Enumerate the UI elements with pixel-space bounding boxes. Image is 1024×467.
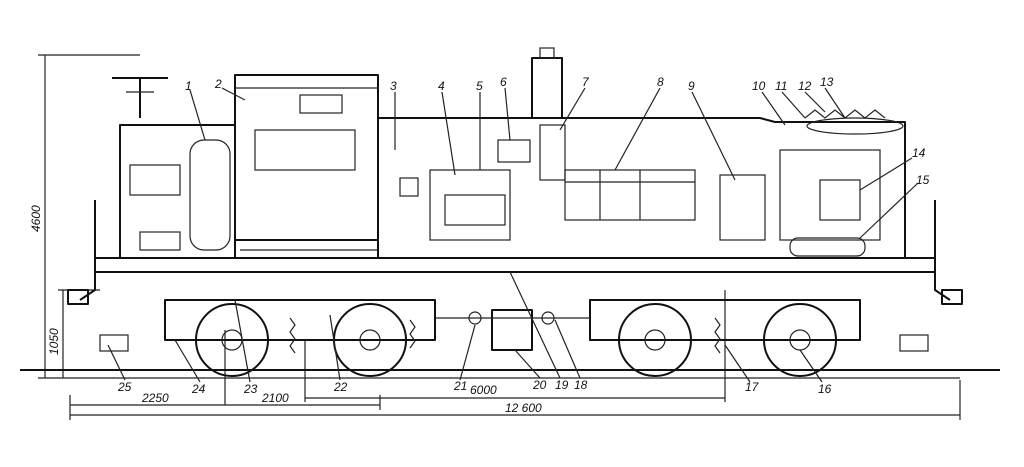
dim-height-total: 4600 (29, 205, 43, 232)
label-7: 7 (582, 75, 590, 89)
bogie-rear (164, 299, 436, 377)
bogie-front (589, 299, 861, 377)
label-16: 16 (818, 382, 832, 396)
dim-height-frame: 1050 (47, 328, 61, 355)
label-9: 9 (688, 79, 695, 93)
label-3: 3 (390, 79, 397, 93)
label-23: 23 (243, 382, 258, 396)
dim-bogie-base: 2100 (261, 391, 289, 405)
label-15: 15 (916, 173, 930, 187)
label-25: 25 (117, 380, 132, 394)
label-2: 2 (214, 77, 222, 91)
dimension-text: 4600 1050 2250 2100 6000 12 600 (29, 205, 542, 415)
leader-lines (107, 87, 919, 383)
label-14: 14 (912, 146, 926, 160)
cardan-drive (20, 309, 1000, 371)
label-22: 22 (333, 380, 348, 394)
label-6: 6 (500, 75, 507, 89)
label-5: 5 (476, 79, 483, 93)
label-19: 19 (555, 378, 569, 392)
internal-equipment (129, 124, 881, 257)
label-20: 20 (532, 378, 547, 392)
label-12: 12 (798, 79, 812, 93)
label-13: 13 (820, 75, 834, 89)
label-8: 8 (657, 75, 664, 89)
label-24: 24 (191, 382, 206, 396)
label-21: 21 (453, 379, 467, 393)
label-11: 11 (775, 79, 787, 93)
label-4: 4 (438, 79, 445, 93)
dim-bogie-centres: 6000 (470, 383, 497, 397)
dim-front-overhang: 2250 (141, 391, 169, 405)
part-labels: 1 2 3 4 5 6 7 8 9 10 11 12 13 14 15 16 1… (117, 75, 930, 396)
dim-length-total: 12 600 (505, 401, 542, 415)
label-17: 17 (745, 380, 760, 394)
locomotive-body (67, 47, 963, 352)
label-18: 18 (574, 378, 588, 392)
label-10: 10 (752, 79, 766, 93)
label-1: 1 (185, 79, 192, 93)
